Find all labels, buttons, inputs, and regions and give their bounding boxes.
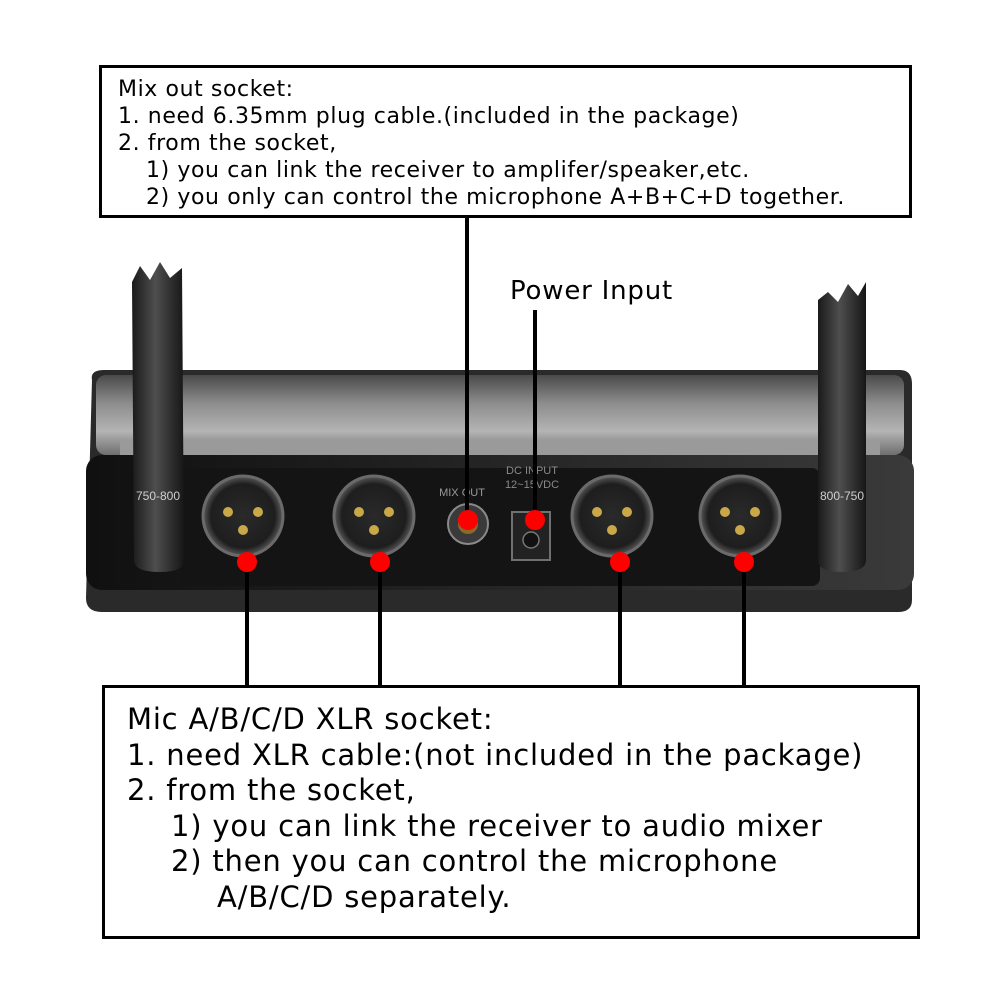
mix-out-label: MIX OUT — [439, 487, 485, 499]
marker-mic-c — [610, 552, 630, 572]
antenna-right: 800-750 — [818, 282, 866, 572]
markers — [237, 510, 754, 572]
xlr-subpoint-2-cont: A/B/C/D separately. — [217, 879, 512, 914]
antenna-left-label: 750-800 — [136, 489, 180, 503]
xlr-socket-a — [201, 474, 285, 558]
dc-label-2: 12~15VDC — [505, 479, 559, 491]
antenna-left: 750-800 — [132, 262, 184, 572]
leader-lines — [245, 218, 746, 688]
xlr-callout: Mic A/B/C/D XLR socket: 1. need XLR cabl… — [102, 685, 920, 939]
mix-out-point-2: 2. from the socket, — [118, 131, 337, 156]
xlr-socket-c — [570, 474, 654, 558]
mix-out-subpoint-2: 2) you only can control the microphone A… — [146, 185, 845, 210]
mix-out-point-1: 1. need 6.35mm plug cable.(included in t… — [118, 104, 740, 129]
marker-power — [525, 510, 545, 530]
xlr-point-1: 1. need XLR cable:(not included in the p… — [127, 737, 864, 772]
marker-mic-a — [237, 552, 257, 572]
xlr-heading: Mic A/B/C/D XLR socket: — [127, 702, 494, 736]
xlr-socket-d — [698, 474, 782, 558]
mix-out-subpoint-1: 1) you can link the receiver to amplifer… — [146, 158, 750, 183]
xlr-socket-b — [332, 474, 416, 558]
xlr-point-2: 2. from the socket, — [127, 773, 416, 807]
dc-label-1: DC INPUT — [506, 465, 558, 477]
receiver-body — [86, 370, 914, 612]
marker-mic-b — [370, 552, 390, 572]
antenna-right-label: 800-750 — [820, 489, 864, 503]
xlr-subpoint-2: 2) then you can control the microphone — [171, 844, 778, 878]
marker-mix-out — [458, 510, 478, 530]
mix-out-heading: Mix out socket: — [118, 77, 294, 102]
xlr-subpoint-1: 1) you can link the receiver to audio mi… — [171, 808, 823, 843]
power-input-label: Power Input — [510, 276, 673, 306]
mix-out-callout: Mix out socket: 1. need 6.35mm plug cabl… — [99, 65, 912, 218]
marker-mic-d — [734, 552, 754, 572]
